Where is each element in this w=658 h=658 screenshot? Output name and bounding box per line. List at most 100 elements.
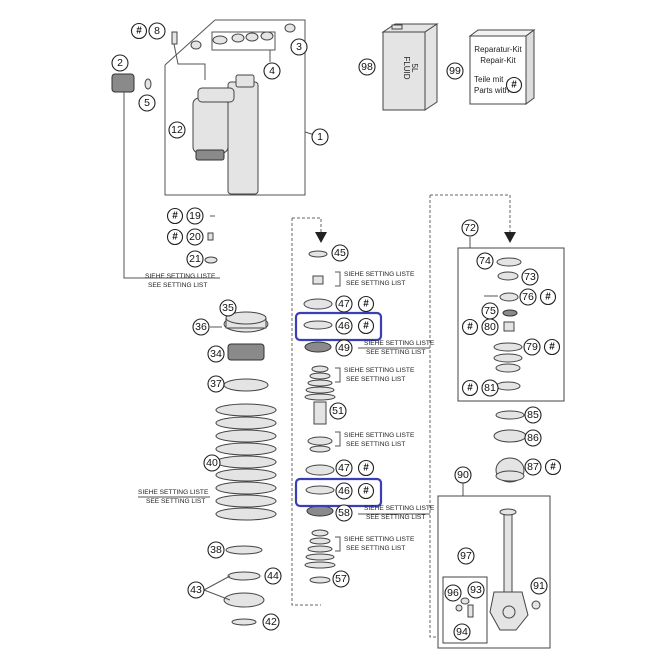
svg-text:SEE SETTING LIST: SEE SETTING LIST [366,349,425,356]
svg-text:SIEHE SETTING LISTE: SIEHE SETTING LISTE [138,489,209,496]
callout-20: 20 [186,228,204,246]
callout-19: 19 [186,207,204,225]
hash-81: # [461,379,479,397]
setting-note-c4: SIEHE SETTING LISTE SEE SETTING LIST [344,432,415,448]
callout-79: 79 [523,338,541,356]
svg-text:94: 94 [456,626,468,638]
svg-text:SIEHE SETTING LISTE: SIEHE SETTING LISTE [344,271,415,278]
svg-text:38: 38 [210,544,222,556]
setting-note-spring: SIEHE SETTING LISTE SEE SETTING LIST [138,489,209,505]
hash-80: # [461,318,479,336]
svg-text:#: # [363,321,369,332]
svg-text:#: # [549,342,555,353]
svg-text:74: 74 [479,255,491,267]
svg-text:42: 42 [265,616,277,628]
spring-stack-group [203,311,277,626]
hash-46-lower: # [357,482,375,500]
callout-97: 97 [457,547,475,565]
callout-74: 74 [476,252,494,270]
callout-35: 35 [219,299,237,317]
svg-text:34: 34 [210,348,222,360]
repair-kit-de: Reparatur-Kit [474,45,522,54]
callout-3: 3 [290,38,308,56]
callout-99: 99 [446,62,464,80]
repair-kit-box: Reparatur-Kit Repair-Kit Teile mit Parts… [468,29,536,105]
svg-text:SIEHE SETTING LISTE: SIEHE SETTING LISTE [364,340,435,347]
hash-19: # [166,207,184,225]
svg-text:47: 47 [338,298,350,310]
svg-text:#: # [545,292,551,303]
callout-47-lower: 47 [335,459,353,477]
callout-58: 58 [335,504,353,522]
setting-note-c3: SIEHE SETTING LISTE SEE SETTING LIST [344,367,415,383]
svg-text:44: 44 [267,570,279,582]
svg-text:76: 76 [522,291,534,303]
svg-text:SIEHE SETTING LISTE: SIEHE SETTING LISTE [344,367,415,374]
callout-87: 87 [524,458,542,476]
callout-85: 85 [524,406,542,424]
svg-text:85: 85 [527,409,539,421]
callout-46-upper: 46 [335,317,353,335]
svg-text:SIEHE SETTING LISTE: SIEHE SETTING LISTE [344,432,415,439]
setting-note-c2: SIEHE SETTING LISTE SEE SETTING LIST [364,340,435,356]
svg-text:36: 36 [195,321,207,333]
svg-text:46: 46 [338,485,350,497]
svg-text:12: 12 [171,124,183,136]
fluid-volume: 5L [410,64,419,73]
hash-47-upper: # [357,295,375,313]
svg-text:SIEHE SETTING LISTE: SIEHE SETTING LISTE [344,536,415,543]
svg-text:37: 37 [210,378,222,390]
highlight-box-upper [294,311,383,342]
svg-text:#: # [363,486,369,497]
svg-text:75: 75 [484,305,496,317]
svg-text:20: 20 [189,231,201,243]
svg-text:98: 98 [361,61,373,73]
svg-text:73: 73 [524,271,536,283]
svg-text:SEE SETTING LIST: SEE SETTING LIST [148,282,207,289]
callout-38: 38 [207,541,225,559]
svg-text:47: 47 [338,462,350,474]
svg-text:#: # [511,80,517,91]
callout-12: 12 [168,121,186,139]
svg-text:97: 97 [460,550,472,562]
svg-text:99: 99 [449,65,461,77]
callout-76: 76 [519,288,537,306]
svg-text:SEE SETTING LIST: SEE SETTING LIST [346,280,405,287]
svg-text:SEE SETTING LIST: SEE SETTING LIST [346,441,405,448]
hash-87: # [544,458,562,476]
callout-36: 36 [192,318,210,336]
callout-81: 81 [481,379,499,397]
repair-kit-en: Repair-Kit [480,56,516,65]
highlight-box-lower [294,477,383,508]
shock-assembly-group [111,19,319,264]
compression-assembly-group [457,237,565,402]
svg-text:SEE SETTING LIST: SEE SETTING LIST [346,376,405,383]
svg-text:1: 1 [317,131,323,143]
svg-text:4: 4 [269,65,275,77]
svg-text:SEE SETTING LIST: SEE SETTING LIST [146,498,205,505]
repair-kit-parts-de: Teile mit [474,75,504,84]
callout-21: 21 [186,250,204,268]
svg-text:51: 51 [332,405,344,417]
svg-text:87: 87 [527,461,539,473]
svg-text:91: 91 [533,580,545,592]
callout-46-lower: 46 [335,482,353,500]
svg-text:19: 19 [189,210,201,222]
hash-kit: # [505,76,523,94]
setting-note-left: SIEHE SETTING LISTE SEE SETTING LIST [145,273,216,289]
svg-text:35: 35 [222,302,234,314]
svg-text:SIEHE SETTING LISTE: SIEHE SETTING LISTE [364,505,435,512]
callout-75: 75 [481,302,499,320]
svg-text:79: 79 [526,341,538,353]
callout-34: 34 [207,345,225,363]
fluid-can: FLUID 5L [381,23,439,111]
callout-5: 5 [138,94,156,112]
callout-8: 8 [148,22,166,40]
callout-1: 1 [311,128,329,146]
svg-text:SIEHE SETTING LISTE: SIEHE SETTING LISTE [145,273,216,280]
setting-note-c5: SIEHE SETTING LISTE SEE SETTING LIST [364,505,435,521]
callout-80: 80 [481,318,499,336]
svg-text:#: # [363,463,369,474]
svg-text:96: 96 [447,587,459,599]
svg-text:#: # [172,232,178,243]
